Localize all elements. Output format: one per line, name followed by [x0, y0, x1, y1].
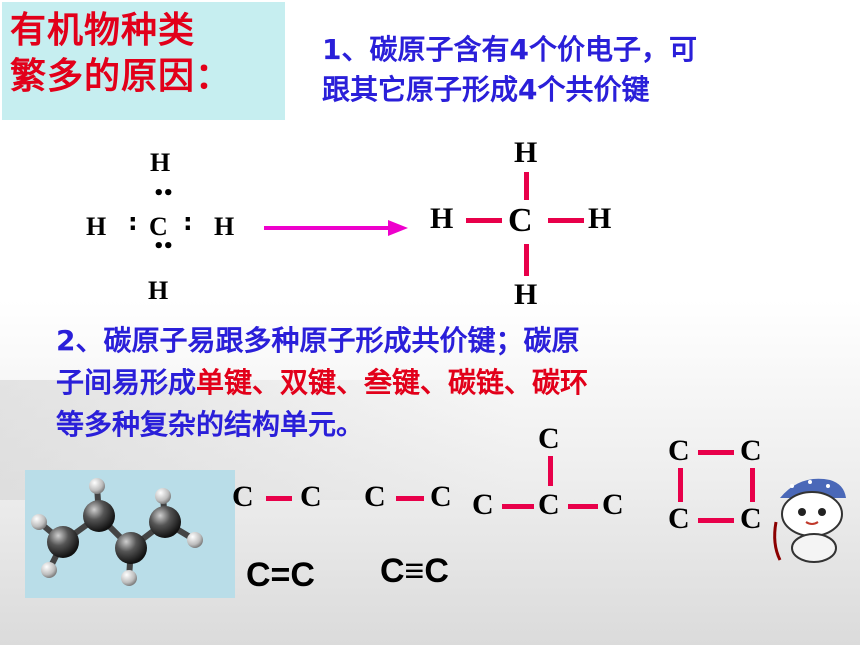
triple-bond-formula: C≡C [380, 552, 449, 590]
branch-c-center: C [538, 488, 560, 521]
slide-title: 有机物种类 繁多的原因： [10, 8, 232, 100]
sf-h-top: H [514, 136, 538, 169]
chain-c-4: C [430, 480, 452, 513]
ring-bond-top [698, 450, 734, 455]
sf-bond-top [524, 172, 529, 200]
chain-c-3: C [364, 480, 386, 513]
c-center: C [149, 212, 168, 241]
sf-bond-left [466, 218, 502, 223]
title-line-1: 有机物种类 [10, 10, 196, 51]
point-1-text: 1、碳原子含有4个价电子，可 跟其它原子形成4个共价键 [322, 30, 697, 110]
title-box [2, 2, 285, 120]
ring-c-tr: C [740, 434, 762, 467]
dot-pair-bottom: •• [153, 236, 174, 257]
sf-bond-right [548, 218, 584, 223]
branch-c-top: C [538, 422, 560, 455]
h-top: H [150, 148, 171, 177]
ring-c-br: C [740, 502, 762, 535]
chain-c-1: C [232, 480, 254, 513]
chain-bond-3 [396, 496, 424, 501]
chain-c-2: C [300, 480, 322, 513]
branch-c-right: C [602, 488, 624, 521]
h-right: H [214, 212, 235, 241]
title-line-2: 繁多的原因： [10, 56, 233, 97]
arrow-icon [264, 220, 408, 236]
point-2-line-3: 等多种复杂的结构单元。 [56, 408, 365, 441]
branch-bond-left [502, 504, 534, 509]
point-2-line-1: 2、碳原子易跟多种原子形成共价键；碳原 [56, 324, 580, 357]
dot-pair-top: •• [153, 183, 174, 204]
double-bond-formula: C=C [246, 556, 315, 594]
h-left: H [86, 212, 107, 241]
sf-h-right: H [588, 202, 612, 235]
sf-c-center: C [508, 202, 533, 239]
point-1-line-1: 1、碳原子含有4个价电子，可 [322, 33, 697, 66]
branch-bond-right [568, 504, 598, 509]
point-2-line-2-highlight: 单键、双键、叁键、碳链、碳环 [196, 366, 589, 399]
chain-bond-1 [266, 496, 292, 501]
ring-bond-left [678, 468, 683, 502]
sf-h-left: H [430, 202, 454, 235]
sf-h-bottom: H [514, 278, 538, 311]
sf-bond-bottom [524, 244, 529, 276]
ring-c-tl: C [668, 434, 690, 467]
branch-c-left: C [472, 488, 494, 521]
dot-pair-left: : [128, 208, 138, 236]
point-2-text: 2、碳原子易跟多种原子形成共价键；碳原 子间易形成单键、双键、叁键、碳链、碳环 … [56, 320, 588, 446]
h-bottom: H [148, 276, 169, 305]
ring-bond-right [750, 468, 755, 502]
point-2-line-2: 子间易形成单键、双键、叁键、碳链、碳环 [56, 362, 588, 404]
ring-bond-bottom [698, 518, 734, 523]
point-2-line-2-prefix: 子间易形成 [56, 366, 197, 399]
branch-bond-top [548, 456, 553, 486]
dot-pair-right: : [183, 208, 193, 236]
molecule-model-image [25, 470, 235, 598]
point-1-line-2: 跟其它原子形成4个共价键 [322, 73, 650, 106]
ring-c-bl: C [668, 502, 690, 535]
cat-mascot-icon [773, 478, 846, 563]
molecule-model-graphic [31, 478, 203, 586]
